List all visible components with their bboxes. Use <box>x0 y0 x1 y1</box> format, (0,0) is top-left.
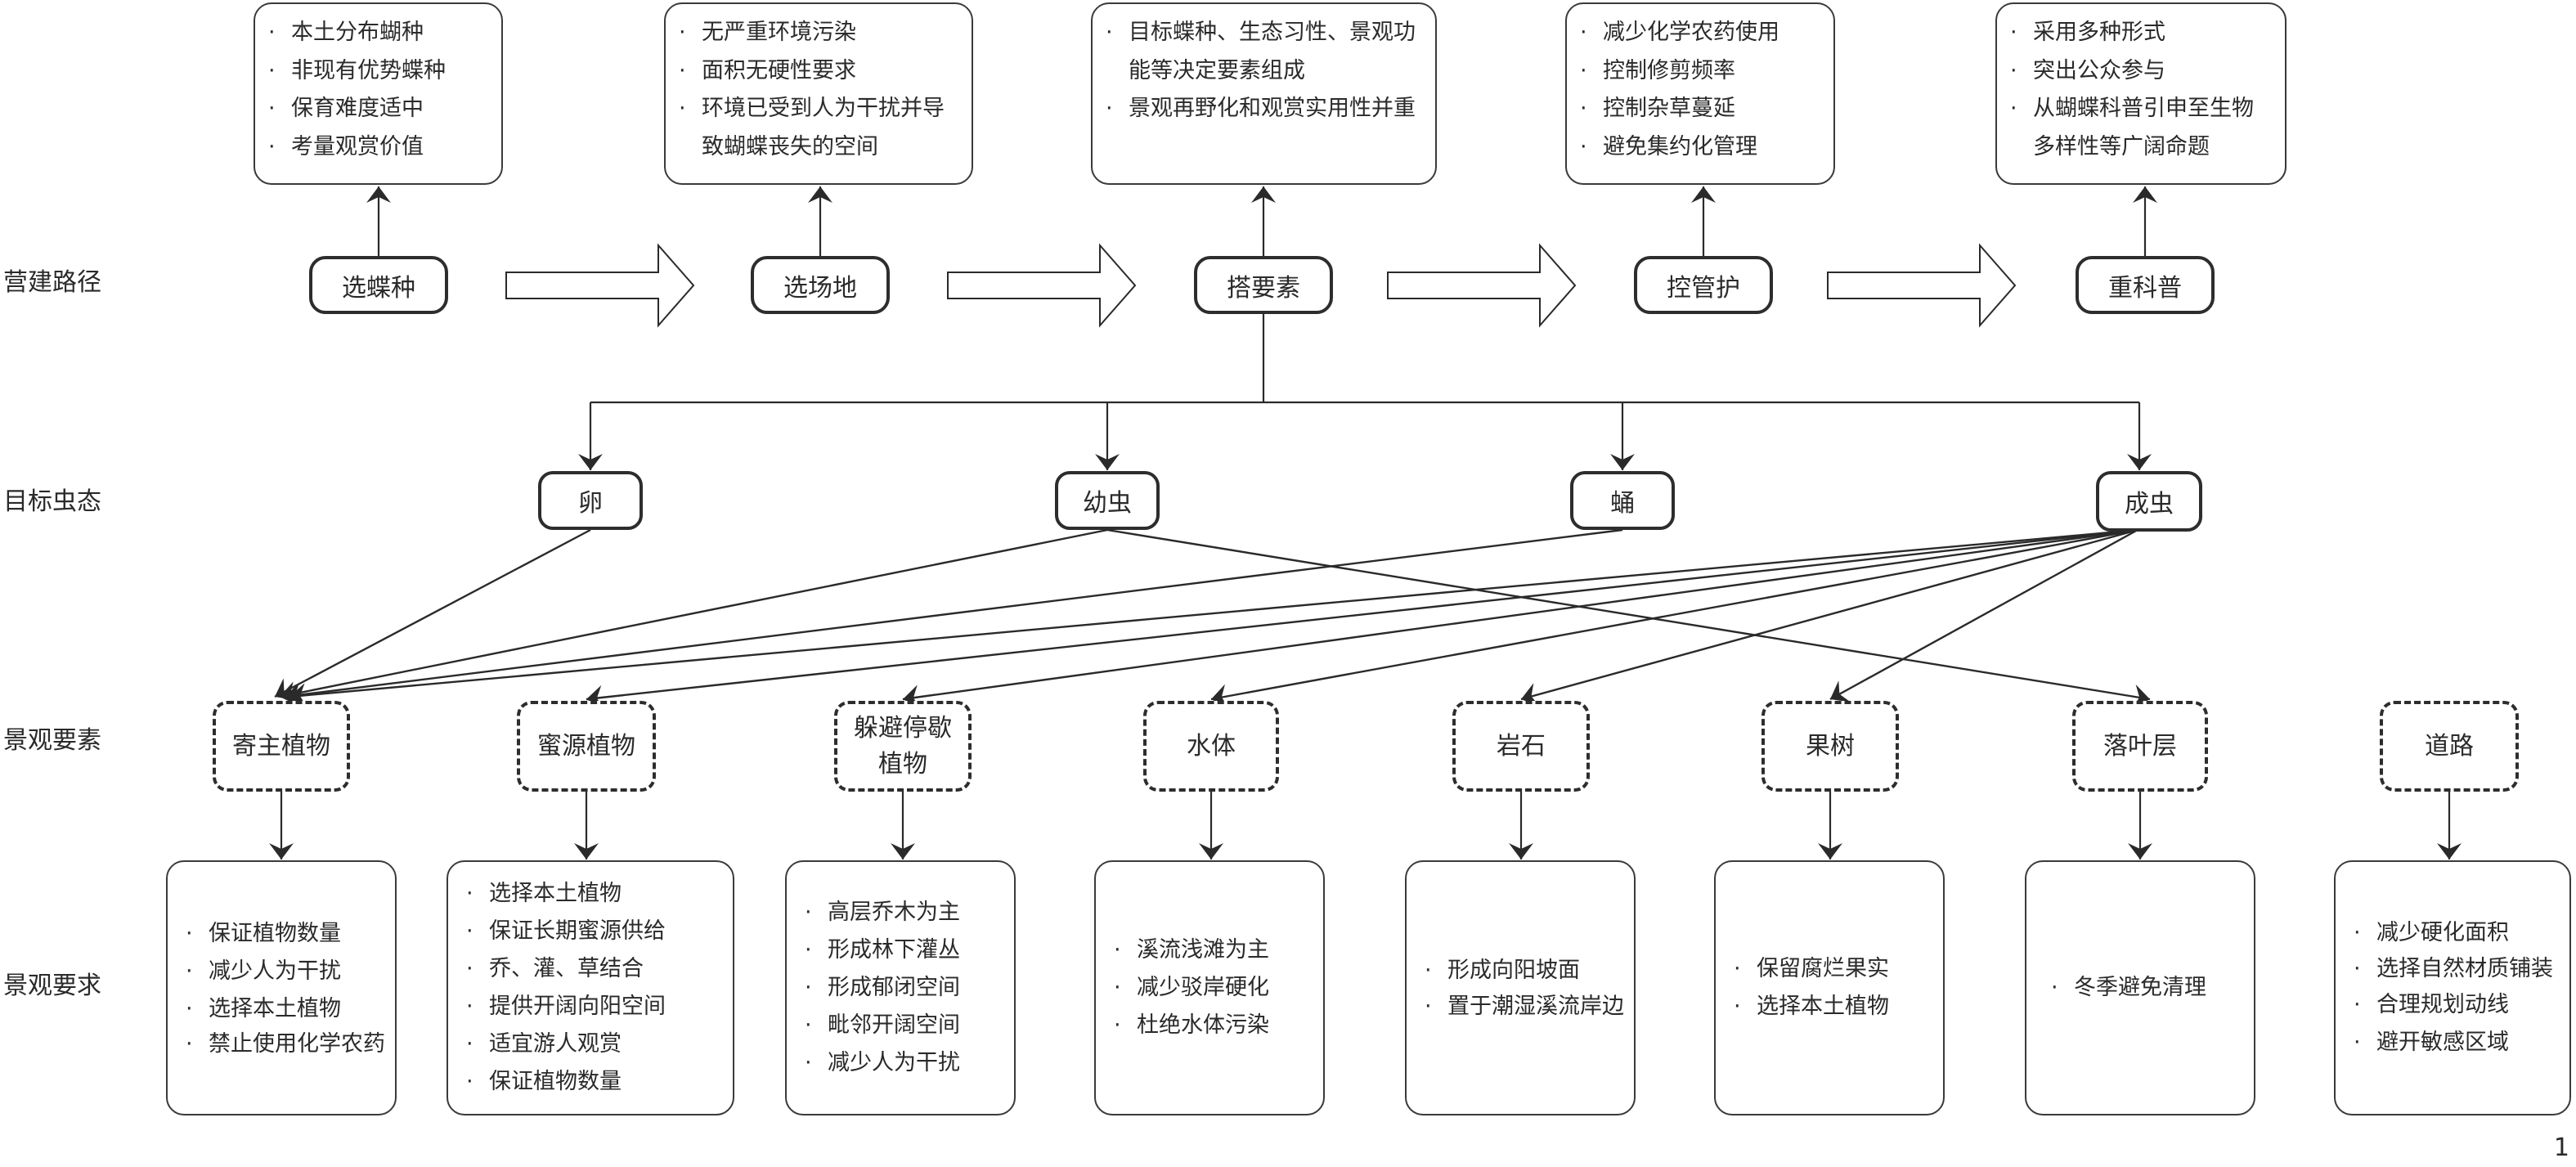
requirement-item: 毗邻开阔空间 <box>805 1007 1006 1044</box>
requirements-leaf-litter: 冬季避免清理 <box>2025 860 2255 1115</box>
requirement-item: 合理规划动线 <box>2354 986 2565 1024</box>
stage-link-3 <box>284 528 1623 707</box>
note-box-build-elements: 目标蝶种、生态习性、景观功能等决定要素组成 景观再野化和观赏实用性并重 <box>1091 2 1437 185</box>
note-item: 控制修剪频率 <box>1578 52 1822 91</box>
requirement-item: 禁止使用化学农药 <box>186 1028 387 1061</box>
element-node-nectar-plants[interactable]: 蜜源植物 <box>517 701 656 792</box>
stage-link-4 <box>289 528 2138 708</box>
note-item: 本土分布蝴种 <box>267 14 490 52</box>
note-item: 保育难度适中 <box>267 90 490 128</box>
requirement-item: 保证长期蜜源供给 <box>466 913 725 950</box>
stage-link-9 <box>1829 528 2138 702</box>
requirement-item: 保留腐烂果实 <box>1734 950 1935 988</box>
requirements-host-plants: 保证植物数量 减少人为干扰 选择本土植物 禁止使用化学农药 <box>166 860 397 1115</box>
stage-link-8 <box>1520 528 2138 707</box>
row-label-construction-path: 营建路径 <box>3 268 101 297</box>
requirement-item: 溪流浅滩为主 <box>1114 931 1315 969</box>
requirement-item: 乔、灌、草结合 <box>466 950 725 988</box>
requirement-item: 冬季避免清理 <box>2051 969 2246 1007</box>
requirement-item: 选择本土植物 <box>1734 988 1935 1026</box>
requirement-item: 避开敏感区域 <box>2354 1024 2565 1062</box>
stage-node-egg[interactable]: 卵 <box>538 471 643 530</box>
note-item: 减少化学农药使用 <box>1578 14 1822 52</box>
requirement-item: 选择自然材质铺装 <box>2354 952 2565 986</box>
element-node-rocks[interactable]: 岩石 <box>1452 701 1590 792</box>
note-item: 控制杂草蔓延 <box>1578 90 1822 128</box>
requirement-item: 高层乔木为主 <box>805 894 1006 931</box>
element-node-host-plants[interactable]: 寄主植物 <box>213 701 350 792</box>
requirement-item: 减少人为干扰 <box>186 953 387 990</box>
element-node-water[interactable]: 水体 <box>1143 701 1279 792</box>
requirements-rocks: 形成向阳坡面 置于潮湿溪流岸边 <box>1405 860 1636 1115</box>
requirements-nectar-plants: 选择本土植物 保证长期蜜源供给 乔、灌、草结合 提供开阔向阳空间 适宜游人观赏 … <box>447 860 734 1115</box>
note-item: 采用多种形式 <box>2008 14 2273 52</box>
path-node-management[interactable]: 控管护 <box>1634 256 1773 314</box>
path-node-select-site[interactable]: 选场地 <box>751 256 890 314</box>
flow-arrow-icon-3 <box>1827 243 2017 328</box>
requirement-item: 减少人为干扰 <box>805 1044 1006 1082</box>
stage-link-1 <box>279 528 1108 706</box>
requirements-fruit-trees: 保留腐烂果实 选择本土植物 <box>1714 860 1945 1115</box>
element-node-fruit-trees[interactable]: 果树 <box>1761 701 1899 792</box>
requirements-water: 溪流浅滩为主 减少驳岸硬化 杜绝水体污染 <box>1094 860 1325 1115</box>
requirements-shelter-plants: 高层乔木为主 形成林下灌丛 形成郁闭空间 毗邻开阔空间 减少人为干扰 <box>785 860 1016 1115</box>
flow-arrow-icon-1 <box>947 243 1137 328</box>
page-number: 1 <box>2553 1133 2569 1162</box>
path-node-build-elements[interactable]: 搭要素 <box>1194 256 1333 314</box>
note-item: 环境已受到人为干扰并导致蝴蝶丧失的空间 <box>677 90 960 166</box>
note-box-select-site: 无严重环境污染 面积无硬性要求 环境已受到人为干扰并导致蝴蝶丧失的空间 <box>664 2 973 185</box>
requirement-item: 减少硬化面积 <box>2354 914 2565 952</box>
stage-link-6 <box>902 528 2138 710</box>
flow-arrow-icon-2 <box>1387 243 1577 328</box>
requirement-item: 选择本土植物 <box>466 875 725 913</box>
requirements-paths: 减少硬化面积 选择自然材质铺装 合理规划动线 避开敏感区域 <box>2334 860 2571 1115</box>
requirement-item: 置于潮湿溪流岸边 <box>1425 990 1626 1024</box>
element-node-shelter-plants[interactable]: 躲避停歇植物 <box>834 701 972 792</box>
stage-link-2 <box>1106 528 2151 709</box>
row-label-landscape-requirements: 景观要求 <box>3 972 101 1000</box>
requirement-item: 保证植物数量 <box>466 1063 725 1101</box>
note-box-select-species: 本土分布蝴种 非现有优势蝶种 保育难度适中 考量观赏价值 <box>254 2 503 185</box>
path-node-science-education[interactable]: 重科普 <box>2076 256 2215 314</box>
stage-link-5 <box>586 528 2138 710</box>
requirement-item: 保证植物数量 <box>186 915 387 953</box>
note-item: 目标蝶种、生态习性、景观功能等决定要素组成 <box>1104 14 1424 90</box>
stage-node-pupa[interactable]: 蛹 <box>1570 471 1675 530</box>
note-item: 突出公众参与 <box>2008 52 2273 91</box>
note-item: 面积无硬性要求 <box>677 52 960 91</box>
note-box-science-education: 采用多种形式 突出公众参与 从蝴蝶科普引申至生物多样性等广阔命题 <box>1995 2 2287 185</box>
path-node-select-species[interactable]: 选蝶种 <box>309 256 448 314</box>
note-item: 非现有优势蝶种 <box>267 52 490 91</box>
stage-node-adult[interactable]: 成虫 <box>2096 471 2202 532</box>
note-item: 无严重环境污染 <box>677 14 960 52</box>
element-node-leaf-litter[interactable]: 落叶层 <box>2072 701 2208 792</box>
row-label-target-stage: 目标虫态 <box>3 487 101 516</box>
note-item: 景观再野化和观赏实用性并重 <box>1104 90 1424 128</box>
requirement-item: 适宜游人观赏 <box>466 1026 725 1063</box>
flow-arrow-icon-0 <box>505 243 695 328</box>
row-label-landscape-elements: 景观要素 <box>3 726 101 755</box>
stage-node-larva[interactable]: 幼虫 <box>1055 471 1160 530</box>
note-item: 避免集约化管理 <box>1578 128 1822 167</box>
requirement-item: 杜绝水体污染 <box>1114 1007 1315 1044</box>
note-box-management: 减少化学农药使用 控制修剪频率 控制杂草蔓延 避免集约化管理 <box>1565 2 1835 185</box>
requirement-item: 形成郁闭空间 <box>805 969 1006 1007</box>
requirement-item: 形成林下灌丛 <box>805 931 1006 969</box>
requirement-item: 提供开阔向阳空间 <box>466 988 725 1026</box>
element-node-paths[interactable]: 道路 <box>2380 701 2519 792</box>
requirement-item: 形成向阳坡面 <box>1425 952 1626 990</box>
note-item: 考量观赏价值 <box>267 128 490 167</box>
requirement-item: 减少驳岸硬化 <box>1114 969 1315 1007</box>
stage-link-7 <box>1210 528 2138 709</box>
requirement-item: 选择本土植物 <box>186 990 387 1028</box>
note-item: 从蝴蝶科普引申至生物多样性等广阔命题 <box>2008 90 2273 166</box>
stage-link-0 <box>274 528 591 700</box>
